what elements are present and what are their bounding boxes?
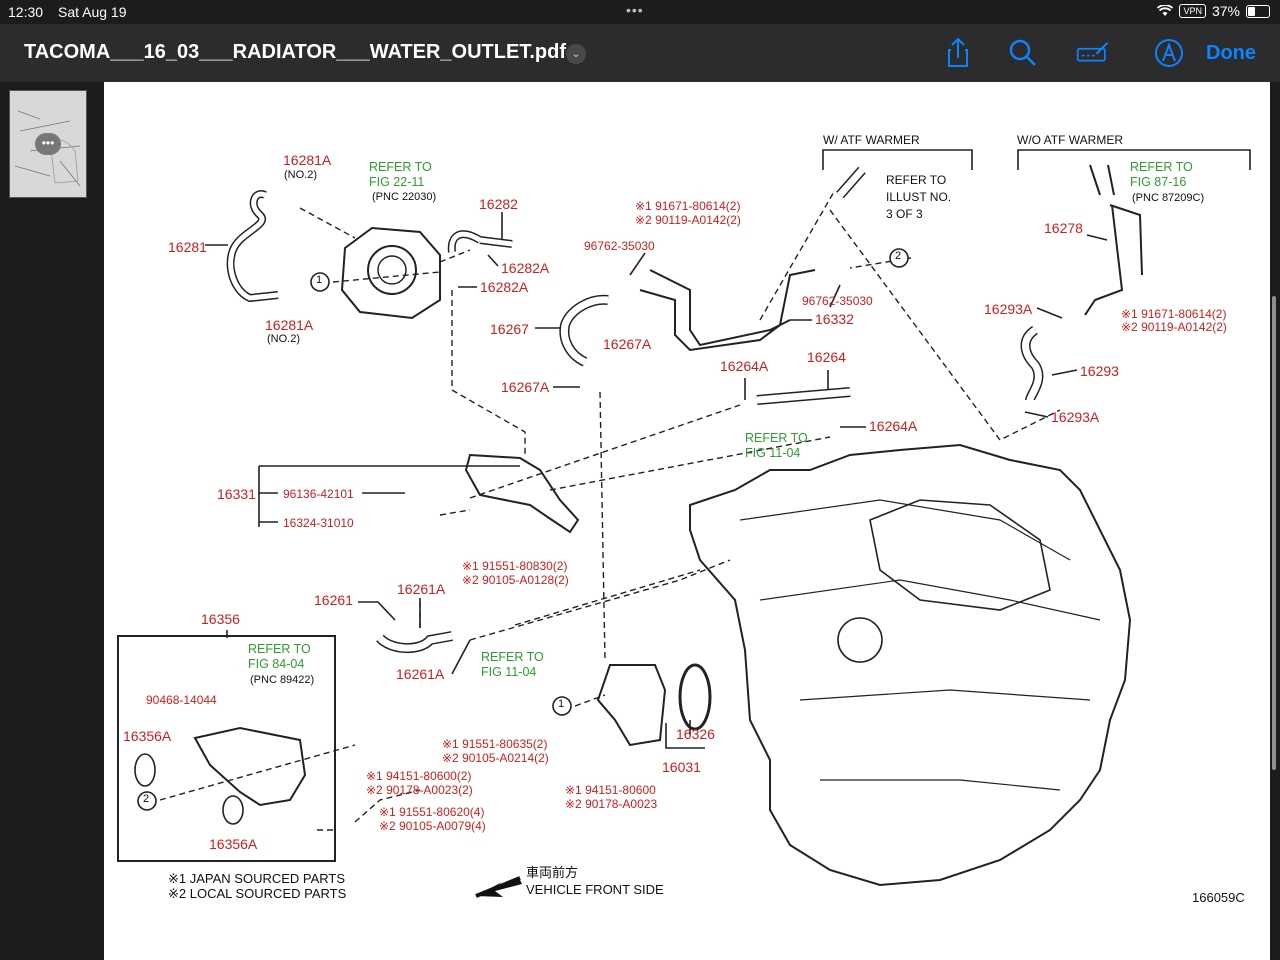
status-right: VPN 37%: [1157, 3, 1270, 19]
refer-84-3: (PNC 89422): [250, 674, 315, 686]
part-16356A-1: 16356A: [123, 728, 172, 744]
section-without-atf: W/O ATF WARMER: [1017, 133, 1123, 147]
part-16356A-2: 16356A: [209, 836, 258, 852]
pen-icon[interactable]: [1152, 36, 1186, 70]
legend-japan: ※1 JAPAN SOURCED PARTS: [168, 871, 346, 886]
status-date: Sat Aug 19: [58, 4, 127, 20]
part-16281: 16281: [168, 239, 207, 255]
status-time: 12:30: [8, 4, 44, 20]
pdf-page: 1 2 1 2 W/ ATF WARMER W/O ATF WARMER REF…: [104, 82, 1270, 960]
refer-illust-3: 3 OF 3: [886, 207, 923, 221]
chevron-down-icon[interactable]: ⌄: [566, 44, 586, 64]
scrollbar[interactable]: [1272, 296, 1276, 770]
wifi-icon: [1157, 5, 1174, 16]
part-96136: 96136-42101: [283, 487, 354, 501]
share-icon[interactable]: [941, 36, 975, 70]
refer-illust-1: REFER TO: [886, 173, 947, 187]
part-16356: 16356: [201, 611, 240, 627]
part-16282A-1: 16282A: [501, 260, 550, 276]
document-title[interactable]: TACOMA___16_03___RADIATOR___WATER_OUTLET…: [24, 41, 566, 63]
refer-87-3: (PNC 87209C): [1132, 192, 1205, 204]
parts-diagram-drawing: [117, 149, 1251, 898]
part-no2-bottom: (NO.2): [267, 333, 300, 345]
done-button[interactable]: Done: [1206, 42, 1256, 64]
part-16281A-top: 16281A: [283, 152, 332, 168]
circle-label-2b: 2: [143, 793, 150, 805]
part-16261A-2: 16261A: [396, 666, 445, 682]
part-16282: 16282: [479, 196, 518, 212]
refer-22-2: FIG 22-11: [369, 175, 425, 189]
refer-84-1: REFER TO: [248, 642, 311, 656]
part-16278: 16278: [1044, 220, 1083, 236]
part-16267A-1: 16267A: [603, 336, 652, 352]
bolt-90105-a: ※2 90105-A0128(2): [462, 573, 569, 587]
refer-illust-2: ILLUST NO.: [886, 190, 952, 204]
refer-11a-2: FIG 11-04: [745, 446, 801, 460]
markup-icon[interactable]: [1076, 36, 1110, 70]
circle-label-1b: 1: [558, 698, 565, 710]
part-96762-b: 96762-35030: [802, 294, 873, 308]
bolt-90105-c: ※2 90105-A0079(4): [379, 819, 486, 833]
bolt-91551-b: ※1 91551-80635(2): [442, 737, 548, 751]
bolt-91671-top: ※1 91671-80614(2): [635, 199, 741, 213]
bolt-90119-top: ※2 90119-A0142(2): [635, 213, 741, 227]
part-no2-top: (NO.2): [284, 169, 317, 181]
search-icon[interactable]: [1006, 36, 1040, 70]
refer-87-1: REFER TO: [1130, 160, 1193, 174]
part-16282A-2: 16282A: [480, 279, 529, 295]
vpn-badge: VPN: [1179, 4, 1206, 18]
part-16267: 16267: [490, 321, 529, 337]
refer-22-3: (PNC 22030): [372, 191, 437, 203]
circle-label-2: 2: [895, 250, 902, 262]
thumbnail-sidebar: [0, 82, 104, 960]
part-16267A-2: 16267A: [501, 379, 550, 395]
part-16293A-2: 16293A: [1051, 409, 1100, 425]
battery-percent: 37%: [1211, 3, 1240, 19]
part-16332: 16332: [815, 311, 854, 327]
illustration-code: 166059C: [1192, 890, 1245, 905]
part-16326: 16326: [676, 726, 715, 742]
part-16031: 16031: [662, 759, 701, 775]
circle-label-1: 1: [316, 274, 323, 286]
section-with-atf: W/ ATF WARMER: [823, 133, 920, 147]
refer-84-2: FIG 84-04: [248, 657, 305, 671]
legend-local: ※2 LOCAL SOURCED PARTS: [168, 886, 347, 901]
toolbar: TACOMA___16_03___RADIATOR___WATER_OUTLET…: [0, 24, 1280, 82]
bolt-91551-c: ※1 91551-80620(4): [379, 805, 485, 819]
part-16293A-1: 16293A: [984, 301, 1033, 317]
part-16293: 16293: [1080, 363, 1119, 379]
part-16264A-1: 16264A: [720, 358, 769, 374]
multitasking-dots-icon[interactable]: •••: [626, 2, 644, 18]
bolt-90105-b: ※2 90105-A0214(2): [442, 751, 549, 765]
refer-11a-1: REFER TO: [745, 431, 808, 445]
more-icon[interactable]: •••: [35, 133, 61, 155]
bolt-90119-right: ※2 90119-A0142(2): [1121, 320, 1227, 334]
battery-icon: [1246, 4, 1270, 18]
refer-22-1: REFER TO: [369, 160, 432, 174]
part-16331: 16331: [217, 486, 256, 502]
part-16324: 16324-31010: [283, 516, 354, 530]
refer-87-2: FIG 87-16: [1130, 175, 1187, 189]
part-16264: 16264: [807, 349, 846, 365]
bolt-94151-b: ※1 94151-80600: [565, 783, 656, 797]
part-16281A-bottom: 16281A: [265, 317, 314, 333]
bolt-91671-right: ※1 91671-80614(2): [1121, 307, 1227, 321]
part-16261A-1: 16261A: [397, 581, 446, 597]
vehicle-front-en: VEHICLE FRONT SIDE: [526, 882, 664, 897]
bolt-94151-a: ※1 94151-80600(2): [366, 769, 472, 783]
status-bar: 12:30 Sat Aug 19 ••• VPN 37%: [0, 0, 1280, 24]
bolt-90178-a: ※2 90178-A0023(2): [366, 783, 473, 797]
bolt-91551-a: ※1 91551-80830(2): [462, 559, 568, 573]
part-16261: 16261: [314, 592, 353, 608]
refer-11b-1: REFER TO: [481, 650, 544, 664]
part-16264A-2: 16264A: [869, 418, 918, 434]
part-90468: 90468-14044: [146, 693, 217, 707]
refer-11b-2: FIG 11-04: [481, 665, 537, 679]
vehicle-front-jp: 車両前方: [526, 865, 579, 880]
bolt-90178-b: ※2 90178-A0023: [565, 797, 658, 811]
part-96762-a: 96762-35030: [584, 239, 655, 253]
